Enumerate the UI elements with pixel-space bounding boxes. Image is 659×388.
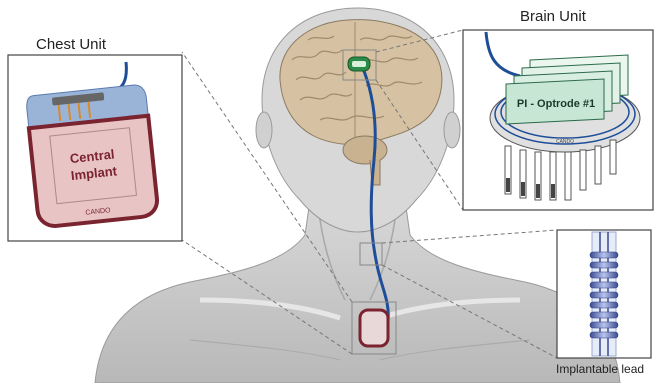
chest-unit-inset: Central Implant CANDO <box>8 55 182 241</box>
chest-unit-title: Chest Unit <box>36 36 106 53</box>
ear-right <box>444 112 460 148</box>
lead-inset <box>557 230 651 358</box>
brain-implant-brand: CANDO <box>556 139 574 145</box>
brain-unit-inset: PI - Optrode #1 CANDO <box>463 30 653 210</box>
optrode-label: PI - Optrode #1 <box>517 98 595 110</box>
chest-implant-small <box>360 310 388 346</box>
ear-left <box>256 112 272 148</box>
brain-unit-title: Brain Unit <box>520 8 586 25</box>
implantable-lead-title: Implantable lead <box>556 362 644 376</box>
